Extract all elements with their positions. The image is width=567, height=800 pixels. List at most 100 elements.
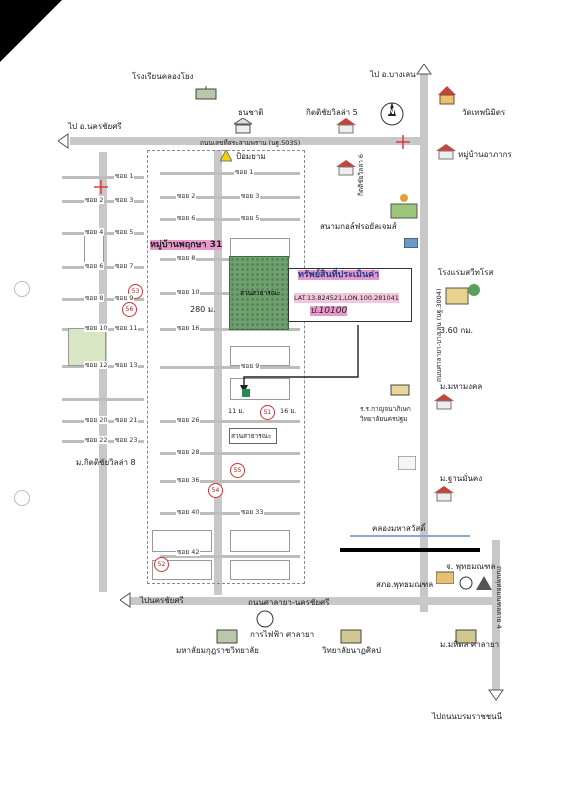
soi-5-c: ซอย 5 [240,214,261,222]
compass-letter: N [388,107,395,116]
label-16m: 16 ม. [280,407,297,415]
soi-10: ซอย 10 [84,324,109,332]
university-icon [216,629,238,644]
lane [160,218,300,221]
bank-icon [234,118,252,134]
label-art-college: วิทยาลัยนาฏศิลป [322,646,381,655]
soi-4: ซอย 4 [84,228,105,236]
label-360km: 3.60 กม. [440,326,474,335]
property-marker [242,389,250,397]
house-icon [336,160,356,176]
golf-icon [390,194,418,219]
soi-26-c: ซอย 26 [176,416,201,424]
lane [160,420,300,423]
label-sports-school: ร.ร.กาญจนาภิเษก วิทยาลัยนครปฐม [360,405,411,423]
soi-16-c: ซอย 16 [176,324,201,332]
marker-51: 51 [260,405,275,420]
soi-1: ซอย 1 [114,172,135,180]
label-road-bottom: ถนนศาลายา-นครชัยศรี [248,598,330,607]
lane [160,555,300,558]
soi-40-c: ซอย 40 [176,508,201,516]
label-mu-baan-arpakorn: หมู่บ้านอาภากร [458,150,512,159]
soi-10-c: ซอย 10 [176,288,201,296]
soi-1-c: ซอย 1 [234,168,255,176]
road-center [214,150,222,595]
property-title: ทรัพย์สินที่ประเมินค่า [298,270,380,280]
temple-icon [438,86,456,105]
soi-3: ซอย 3 [114,196,135,204]
house-icon [336,118,356,134]
red-cross-icon [94,180,108,194]
marker-55: 55 [230,463,245,478]
soi-2-c: ซอย 2 [176,192,197,200]
railway [340,548,480,552]
compass-icon [380,102,404,126]
lane [62,398,144,401]
red-cross-icon [396,135,410,149]
property-pointer [240,325,359,393]
road-right-lower [492,540,500,690]
label-resort: โรงแรมสวีทโรส [438,268,494,277]
soi-28-c: ซอย 28 [176,448,201,456]
lane [160,172,300,175]
label-phutthamonthon-4: ถนนพุทธมณฑลสาย 4 [495,566,503,629]
lane [160,452,300,455]
label-to-nakhon-chaisi-bottom: ไปนครชัยศรี [140,596,184,605]
label-university: มหาลัยมกุฎราชวิทยาลัย [176,646,259,655]
electric-icon [256,610,274,628]
label-salaya-banglen: ถนนศาลายา-บางเลน (นฐ.3004) [435,288,443,382]
soi-12: ซอย 12 [84,361,109,369]
label-village: หมู่บ้านพฤกษา 31 [150,240,223,250]
property-code: ป.10100 [310,306,348,316]
soi-5: ซอย 5 [114,228,135,236]
lane [160,196,300,199]
road-right [420,72,428,612]
label-to-borommaratchachonnani: ไปถนนบรมราชชนนี [432,712,503,721]
soi-36-c: ซอย 36 [176,476,201,484]
lane [62,176,144,179]
post-office-icon [436,571,454,584]
soi-22: ซอย 22 [84,436,109,444]
lane [160,480,300,483]
marker-52: 52 [154,557,169,572]
label-mahidol: ม.มหิดล ศาลายา [440,640,500,649]
soi-6-c: ซอย 6 [176,214,197,222]
label-to-nakhon-chaisi: ไป อ.นครชัยศรี [68,122,122,131]
soi-13: ซอย 13 [114,361,139,369]
school-icon [390,384,410,396]
soi-33-c: ซอย 33 [240,508,265,516]
label-police: จ. พุทธมณฑล [446,562,496,571]
label-kittichai-6: กิตติชัยวิลล่า 6 [357,153,365,196]
road-bottom [125,597,500,605]
marker-54: 54 [208,483,223,498]
punch-hole [14,281,30,297]
soi-3-c: ซอย 3 [240,192,261,200]
label-golf: สนามกอล์ฟรอยัลเจมส์ [320,222,397,231]
soi-11: ซอย 11 [114,324,139,332]
soi-8-c: ซอย 8 [176,254,197,262]
arrow-down-icon [488,689,504,701]
marker-56: 56 [122,302,137,317]
road-left [99,152,107,592]
lane [160,366,300,369]
soi-21: ซอย 21 [114,416,139,424]
school-icon [195,86,217,100]
scan-corner [0,0,62,62]
sports-icon [398,456,416,470]
label-main-road: ถนนเลขที่สระสามพราน (นฐ.5035) [200,139,301,147]
label-rajamangala: ม.มหามงคล [440,382,483,391]
soi-2: ซอย 2 [84,196,105,204]
house-icon [434,394,454,410]
arrow-up-icon [416,64,432,75]
label-electric: การไฟฟ้า ศาลายา [250,630,315,639]
plot [230,560,290,580]
label-park: สวนสาธารณะ [240,289,281,297]
label-canal: คลองมหาสวัสดิ์ [372,524,426,533]
house-icon [434,486,454,502]
plot [230,530,290,552]
property-latlon: LAT.13.824521,LON.100.281041 [294,293,399,303]
recycle-plot [68,328,106,366]
soi-8: ซอย 8 [84,294,105,302]
college-icon [340,629,362,644]
arrow-left-icon [58,133,69,149]
